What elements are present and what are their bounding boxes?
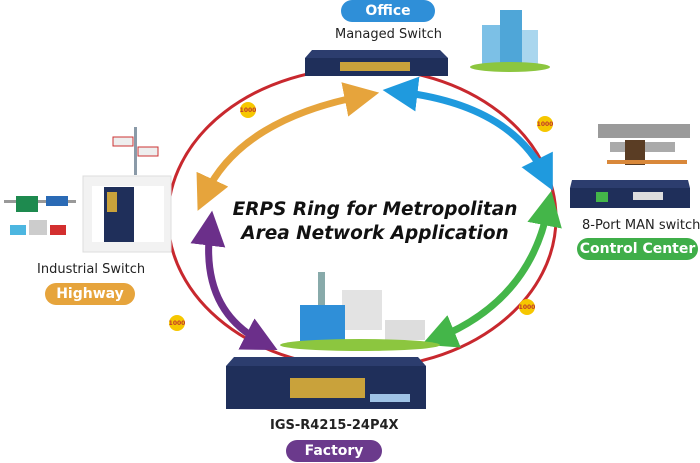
igs-switch-label: IGS-R4215-24P4X bbox=[270, 418, 399, 433]
orange-arrow bbox=[196, 82, 380, 211]
svg-text:1000: 1000 bbox=[169, 320, 186, 327]
highway-pill: Highway bbox=[45, 283, 135, 305]
svg-text:1000: 1000 bbox=[537, 121, 554, 128]
man-switch-device bbox=[570, 180, 690, 208]
highway-illustration bbox=[4, 196, 76, 235]
title-line-1: ERPS Ring for Metropolitan bbox=[232, 199, 518, 220]
man-switch-label: 8-Port MAN switch bbox=[582, 218, 700, 233]
diagram-title: ERPS Ring for Metropolitan Area Network … bbox=[230, 198, 520, 246]
blue-arrow bbox=[382, 76, 553, 191]
svg-text:1000: 1000 bbox=[240, 107, 257, 114]
link-badge: 1000 bbox=[519, 299, 536, 315]
control-center-illustration bbox=[598, 124, 690, 165]
managed-switch-device bbox=[305, 50, 448, 76]
factory-illustration bbox=[280, 272, 440, 351]
link-badge: 1000 bbox=[537, 116, 554, 132]
link-badge: 1000 bbox=[169, 315, 186, 331]
igs-r4215-switch-device bbox=[226, 357, 426, 409]
purple-arrow bbox=[190, 210, 278, 351]
industrial-switch-label: Industrial Switch bbox=[37, 262, 146, 277]
svg-text:1000: 1000 bbox=[519, 304, 536, 311]
office-buildings-illustration bbox=[470, 10, 550, 72]
managed-switch-label: Managed Switch bbox=[335, 27, 443, 42]
title-line-2: Area Network Application bbox=[241, 223, 509, 244]
factory-pill: Factory bbox=[286, 440, 382, 462]
green-arrow bbox=[421, 190, 562, 348]
industrial-switch-cabinet bbox=[82, 127, 172, 253]
office-pill: Office bbox=[341, 0, 435, 22]
link-badge: 1000 bbox=[240, 102, 257, 118]
control-center-pill: Control Center bbox=[577, 238, 698, 260]
